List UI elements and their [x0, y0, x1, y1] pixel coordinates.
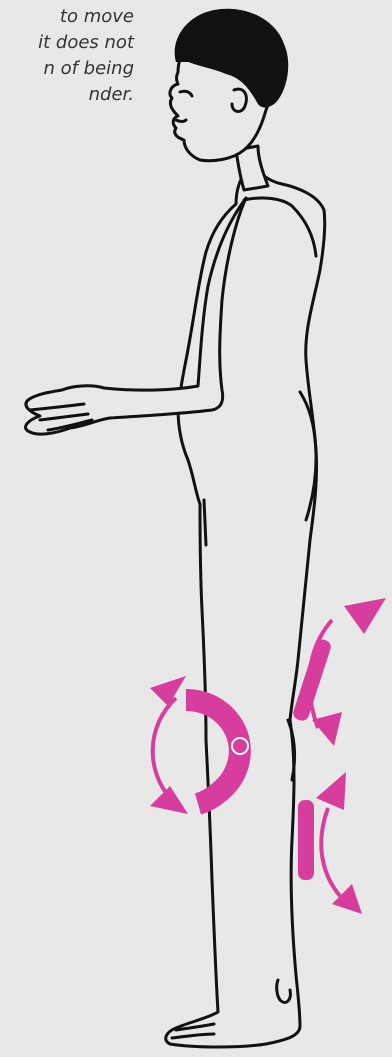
extension-arrow-icon [150, 786, 188, 814]
flexion-arrow-icon [150, 676, 186, 706]
child-figure [25, 9, 324, 1047]
knee-joint-icon [232, 738, 248, 754]
shin-muscle-bar [298, 800, 314, 880]
hamstring-motion-annotation [291, 598, 386, 746]
extension-arrow-icon [344, 598, 386, 634]
shin-motion-annotation [298, 772, 362, 914]
extension-arrow-icon [316, 772, 346, 810]
